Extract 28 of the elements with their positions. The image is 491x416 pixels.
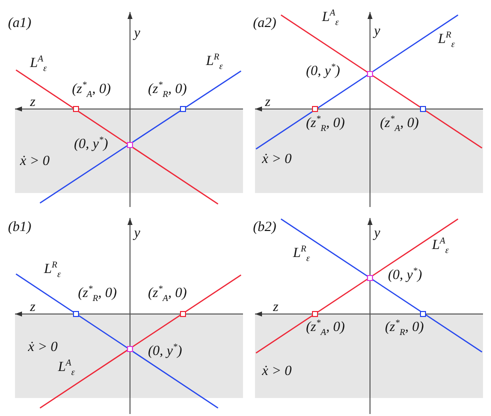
- point-label: (0, y$^{*}$): [74, 137, 108, 153]
- point-label: (z$^{*}$$_{A}$, 0): [380, 116, 419, 132]
- axis-label: z: [30, 95, 36, 111]
- axis-label: z: [265, 95, 270, 111]
- point-label: (0, y$^{*}$): [388, 268, 422, 284]
- point-label: (z$^{*}$$_{R}$, 0): [306, 116, 345, 132]
- region-label: ẋ > 0: [20, 154, 50, 170]
- point-label: (z$^{*}$$_{R}$, 0): [385, 320, 424, 336]
- panel-label: (a2): [253, 16, 276, 32]
- axis-label: y: [374, 226, 380, 242]
- panel-label: (a1): [8, 16, 32, 32]
- point-label: (z$^{*}$$_{A}$, 0): [148, 286, 187, 302]
- panel-label: (b2): [253, 220, 276, 236]
- point-label: (z$^{*}$$_{R}$, 0): [148, 82, 187, 98]
- point-label: (z$^{*}$$_{R}$, 0): [78, 286, 117, 302]
- axis-label: y: [134, 26, 140, 42]
- axis-label: z: [273, 300, 278, 316]
- region-label: ẋ > 0: [262, 364, 292, 380]
- region-label: ẋ > 0: [28, 340, 58, 356]
- region-label: ẋ > 0: [262, 152, 292, 168]
- panel-label: (b1): [8, 220, 32, 236]
- axis-label: y: [134, 226, 140, 242]
- axis-label: y: [374, 24, 380, 40]
- axis-label: z: [30, 300, 36, 316]
- point-label: (z$^{*}$$_{A}$, 0): [72, 82, 111, 98]
- point-label: (z$^{*}$$_{A}$, 0): [306, 320, 345, 336]
- point-label: (0, y$^{*}$): [306, 64, 340, 80]
- point-label: (0, y$^{*}$): [148, 344, 182, 360]
